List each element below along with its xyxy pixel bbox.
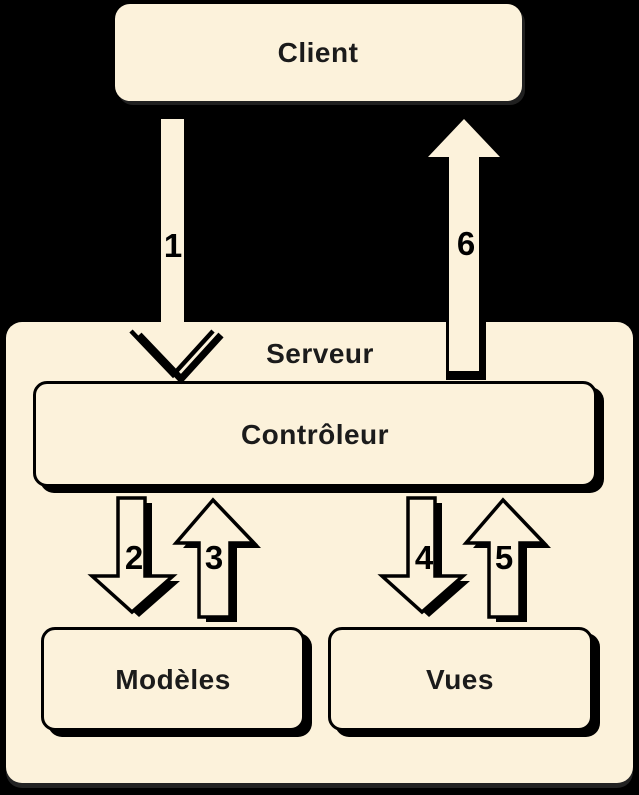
arrow-6-notch [446,318,486,380]
serveur-label: Serveur [266,338,374,369]
vues-node [328,627,593,731]
controleur-node [33,381,597,487]
modeles-label: Modèles [115,664,231,695]
controleur-label: Contrôleur [240,419,390,450]
arrow-1-number: 1 [163,227,183,264]
vues-label: Vues [426,664,494,695]
arrow-5-number: 5 [494,539,514,576]
modeles-node [41,627,305,731]
client-label: Client [277,37,359,68]
arrow-3-number: 3 [204,539,224,576]
arrow-6-number: 6 [456,225,476,262]
arrow-2-number: 2 [124,539,144,576]
client-node [115,4,522,101]
arrow-4-number: 4 [414,539,434,576]
